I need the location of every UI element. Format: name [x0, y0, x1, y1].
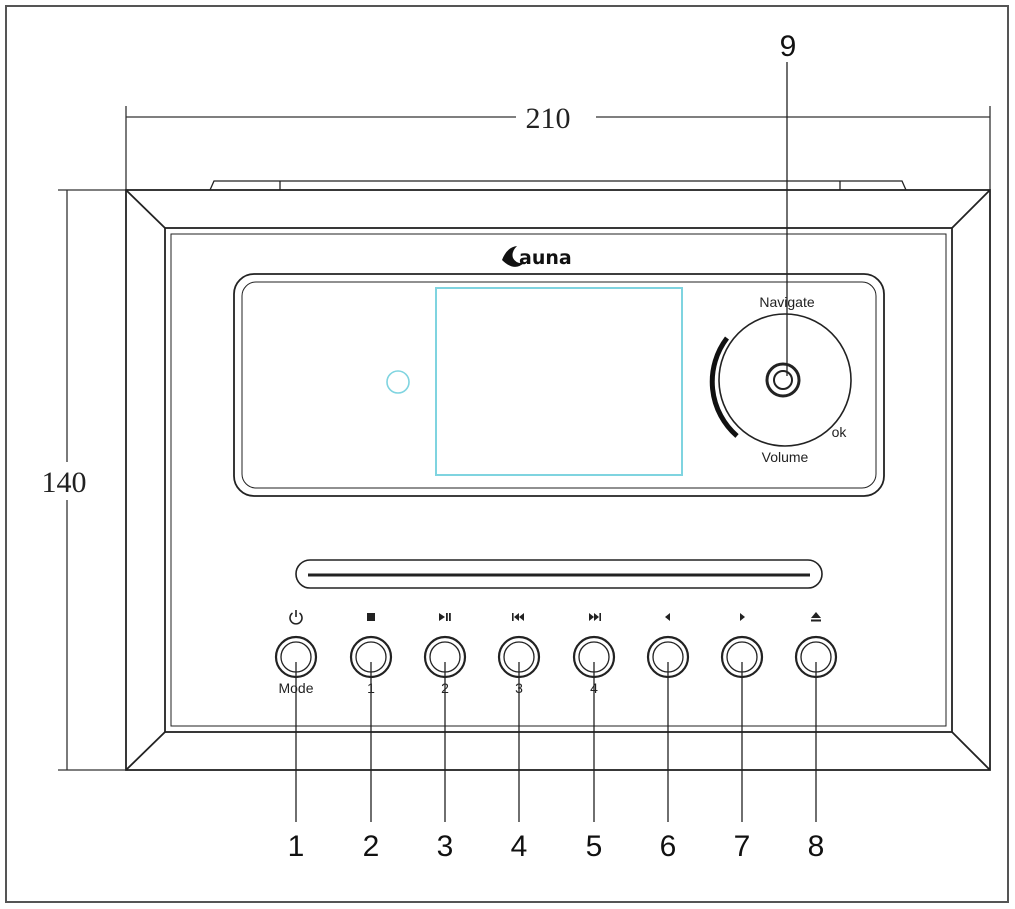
front-button-2[interactable] [349, 635, 393, 679]
left-icon [665, 613, 670, 621]
height-dimension-label: 140 [42, 466, 87, 499]
button-callout: 4 [511, 830, 528, 863]
previous-icon [512, 613, 524, 621]
brand-name: auna [519, 247, 572, 269]
device-body [125, 189, 991, 771]
button-callout: 1 [288, 830, 305, 863]
button-callout: 5 [586, 830, 603, 863]
brand-logo: auna [502, 246, 572, 269]
navigate-volume-knob[interactable] [709, 313, 852, 447]
button-callout: 6 [660, 830, 677, 863]
button-callout: 8 [808, 830, 825, 863]
page-frame [5, 5, 1009, 903]
display-panel [233, 273, 885, 497]
width-dimension-label: 210 [526, 102, 571, 135]
knob-ok-label: ok [832, 424, 848, 440]
play-pause-icon [439, 613, 451, 621]
button-callout: 2 [363, 830, 380, 863]
brand-mark-icon [502, 246, 524, 267]
cd-slot[interactable] [295, 559, 823, 589]
knob-volume-label: Volume [762, 449, 809, 465]
stop-icon [367, 613, 375, 621]
next-icon [589, 613, 601, 621]
knob-callout: 9 [780, 30, 797, 63]
front-button-3[interactable] [423, 635, 467, 679]
front-button-8[interactable] [794, 635, 838, 679]
height-dimension [58, 189, 128, 771]
power-icon [289, 610, 303, 625]
button-row: Mode112233445678 [274, 610, 838, 863]
eject-icon [811, 612, 821, 622]
right-icon [740, 613, 745, 621]
display-screen [435, 287, 683, 476]
button-callout: 7 [734, 830, 751, 863]
top-strip [209, 180, 907, 191]
button-callout: 3 [437, 830, 454, 863]
ir-sensor [386, 370, 410, 394]
knob-arc-indicator [709, 336, 739, 438]
width-dimension [125, 106, 991, 190]
